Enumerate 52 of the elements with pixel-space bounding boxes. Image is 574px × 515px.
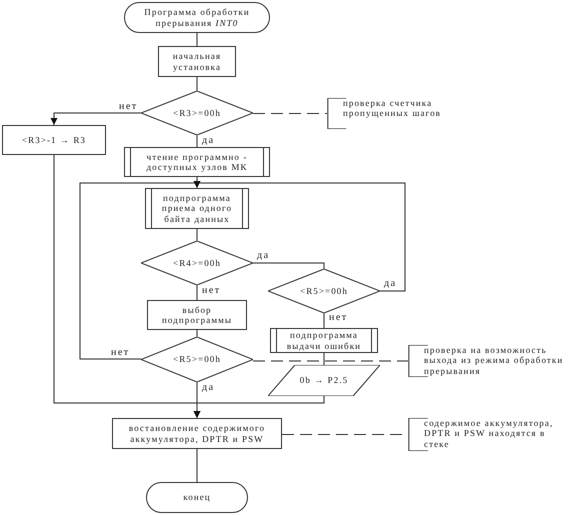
node-text: <R5>=00h (172, 354, 222, 365)
edge-label: нет (110, 348, 131, 358)
node-text: <R5>=00h (299, 286, 349, 296)
connector-line (196, 448, 198, 482)
edge-label: да (256, 251, 271, 261)
io-parallelogram (268, 365, 380, 396)
node-text: <R3>=00h (172, 108, 222, 118)
connector-line (196, 32, 198, 46)
dashed-connector (252, 360, 408, 362)
terminator-shape (124, 2, 270, 33)
subroutine-box (270, 328, 378, 353)
connector-line (194, 396, 324, 418)
edge-label: да (201, 383, 216, 393)
edge-label: нет (118, 102, 139, 112)
edge-label: да (383, 279, 398, 289)
subroutine-box (124, 147, 270, 177)
node-text: Программа обработки прерывания INT0 (143, 7, 251, 28)
decision-diamond (141, 337, 253, 382)
node-text: конец (182, 492, 212, 503)
connector-line (252, 262, 324, 270)
process-box (158, 46, 236, 77)
node-text: выбор подпрограммы (160, 304, 234, 326)
decision-diamond (141, 241, 253, 285)
node-text: начальная установка (172, 51, 222, 72)
connector-line (196, 134, 198, 148)
connector-line (196, 228, 198, 242)
subroutine-box (145, 188, 249, 229)
dashed-connector (252, 113, 328, 114)
edge-label: нет (328, 313, 349, 323)
process-box (112, 418, 282, 449)
note-text: проверка на возможность выхода из режима обработки прерывания (423, 345, 564, 376)
connector-line (50, 112, 142, 126)
connector-line (196, 330, 198, 338)
note-text: проверка счетчика пропущенных шагов (342, 98, 442, 119)
node-text: <R4>=00h (172, 258, 222, 268)
decision-diamond (268, 269, 380, 313)
process-box (147, 300, 247, 330)
process-box (2, 125, 106, 155)
node-text: востановление содержимого аккумулятора, DPTR и PSW (128, 423, 266, 444)
node-text: подпрограмма выдачи ошибки (286, 330, 362, 351)
terminator-shape (146, 482, 248, 513)
node-text: <R3>-1 → R3 (20, 134, 88, 146)
connector-line (80, 181, 200, 360)
note-text: содержимое аккумулятора, DPTR и PSW находятся в стеке (423, 418, 554, 450)
connector-line (196, 284, 198, 300)
decision-diamond (141, 91, 253, 135)
node-text: 0b → P2.5 (298, 375, 350, 386)
connector-line (196, 76, 198, 92)
edge-label: нет (201, 286, 222, 296)
node-text: чтение программно - доступных узлов МК (145, 152, 249, 172)
edge-label: да (201, 136, 216, 146)
node-text: подпрограмма приема одного байта данных (160, 192, 234, 224)
